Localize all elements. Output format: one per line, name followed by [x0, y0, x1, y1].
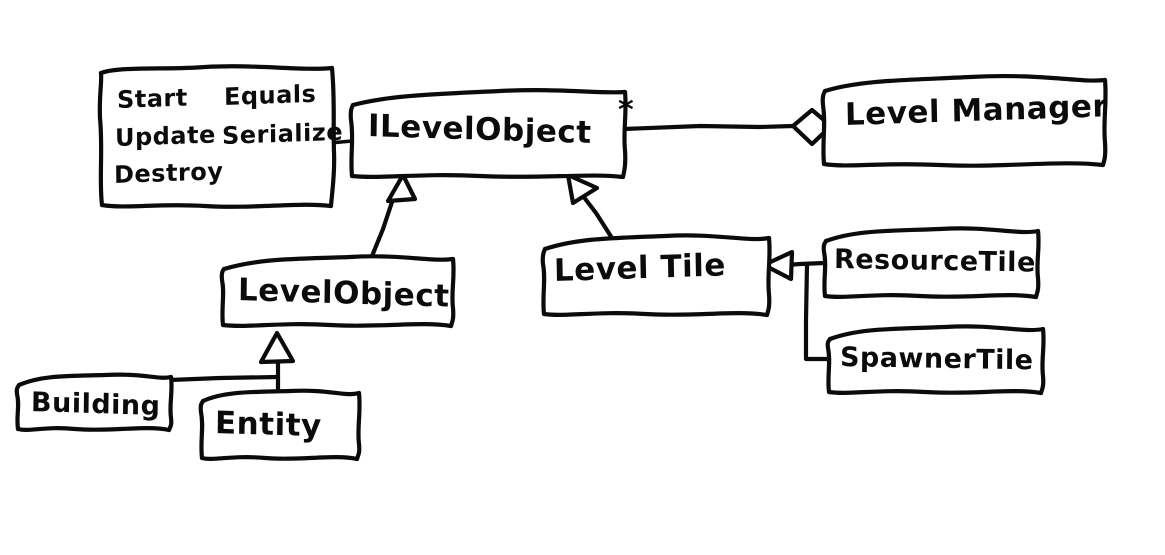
- edge-generalization-entity: [258, 330, 296, 397]
- class-label-ilevelobject: ILevelObject: [367, 108, 592, 152]
- edge-generalization-building: [167, 374, 281, 383]
- edge-generalization-spawnertile: [803, 261, 831, 362]
- edge-generalization-levelobject: [367, 172, 418, 264]
- class-box-spawnertile: [825, 324, 1046, 396]
- class-box-levelobject: [219, 254, 456, 329]
- edge-aggregation-levelmanager: [621, 107, 834, 147]
- note-member-serialize: Serialize: [221, 117, 344, 150]
- class-box-ilevelobject: [348, 88, 628, 180]
- class-box-leveltile: [540, 233, 772, 318]
- note-member-update: Update: [114, 120, 216, 152]
- class-box-building: [14, 372, 174, 433]
- note-member-destroy: Destroy: [113, 157, 224, 189]
- class-box-resourcetile: [821, 226, 1041, 300]
- note-member-start: Start: [116, 83, 188, 114]
- note-box-methods: [97, 64, 337, 209]
- class-box-entity: [198, 388, 362, 462]
- class-label-resourcetile: ResourceTile: [833, 244, 1036, 279]
- note-member-equals: Equals: [223, 79, 317, 111]
- multiplicity-star: *: [618, 93, 635, 128]
- edge-generalization-leveltile: [565, 172, 615, 241]
- class-label-building: Building: [30, 387, 161, 423]
- class-label-spawnertile: SpawnerTile: [839, 342, 1034, 377]
- edge-generalization-resourcetile: [761, 249, 827, 282]
- class-label-entity: Entity: [214, 405, 322, 445]
- class-box-levelmanager: [820, 73, 1108, 168]
- class-label-levelmanager: Level Manager: [844, 88, 1109, 133]
- class-label-levelobject: LevelObject: [237, 272, 450, 315]
- class-label-leveltile: Level Tile: [553, 247, 727, 289]
